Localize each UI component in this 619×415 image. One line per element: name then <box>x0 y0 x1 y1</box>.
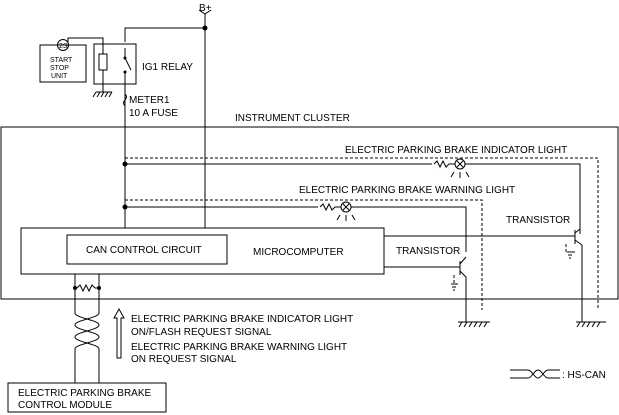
b-plus-label: B+ <box>199 3 212 14</box>
transistor-upper-label: TRANSISTOR <box>506 215 570 226</box>
epb-control-module: ELECTRIC PARKING BRAKE CONTROL MODULE <box>7 382 167 413</box>
microcomputer-label: MICROCOMPUTER <box>253 247 344 258</box>
warning-light-label: ELECTRIC PARKING BRAKE WARNING LIGHT <box>299 185 515 196</box>
transistor-lower: TRANSISTOR <box>384 246 467 322</box>
signal-labels: ELECTRIC PARKING BRAKE INDICATOR LIGHT O… <box>131 314 353 365</box>
transistor-lower-label: TRANSISTOR <box>396 246 460 257</box>
fuse-line2: 10 A FUSE <box>129 108 178 119</box>
transistor-upper: TRANSISTOR <box>384 215 583 322</box>
cluster-label: INSTRUMENT CLUSTER <box>235 113 350 124</box>
epb-module-line2: CONTROL MODULE <box>18 400 112 411</box>
hs-can-bus <box>73 274 101 383</box>
legend-label: : HS-CAN <box>562 370 606 381</box>
signal-warning-line1: ELECTRIC PARKING BRAKE WARNING LIGHT <box>131 342 347 353</box>
hs-can-legend: : HS-CAN <box>510 369 606 381</box>
indicator-light-circuit: ELECTRIC PARKING BRAKE INDICATOR LIGHT <box>125 145 599 310</box>
start-stop-badge: 2S <box>59 43 68 50</box>
start-stop-line1: START <box>50 57 73 64</box>
signal-indicator-line1: ELECTRIC PARKING BRAKE INDICATOR LIGHT <box>131 314 353 325</box>
microcomputer: CAN CONTROL CIRCUIT MICROCOMPUTER <box>20 227 385 275</box>
warning-light-circuit: ELECTRIC PARKING BRAKE WARNING LIGHT <box>125 185 515 310</box>
instrument-cluster: INSTRUMENT CLUSTER <box>0 113 619 300</box>
signal-warning-line2: ON REQUEST SIGNAL <box>131 354 237 365</box>
signal-indicator-line2: ON/FLASH REQUEST SIGNAL <box>131 327 272 338</box>
ig1-relay: IG1 RELAY <box>93 43 193 92</box>
signal-up-arrow <box>113 307 125 359</box>
start-stop-line3: UNIT <box>51 73 68 80</box>
meter1-fuse: METER1 10 A FUSE <box>123 93 178 119</box>
ig1-relay-label: IG1 RELAY <box>142 62 193 73</box>
indicator-light-label: ELECTRIC PARKING BRAKE INDICATOR LIGHT <box>345 145 567 156</box>
epb-module-line1: ELECTRIC PARKING BRAKE <box>18 388 152 399</box>
start-stop-unit: 2S START STOP UNIT <box>39 37 104 83</box>
power-b-plus: B+ <box>198 3 212 31</box>
supply-wiring <box>122 27 206 228</box>
ground-relay <box>92 91 113 98</box>
fuse-line1: METER1 <box>129 95 170 106</box>
can-control-circuit-label: CAN CONTROL CIRCUIT <box>86 245 202 256</box>
ground-upper-transistor <box>576 321 606 328</box>
ground-lower-transistor <box>458 321 490 328</box>
start-stop-line2: STOP <box>50 65 69 72</box>
